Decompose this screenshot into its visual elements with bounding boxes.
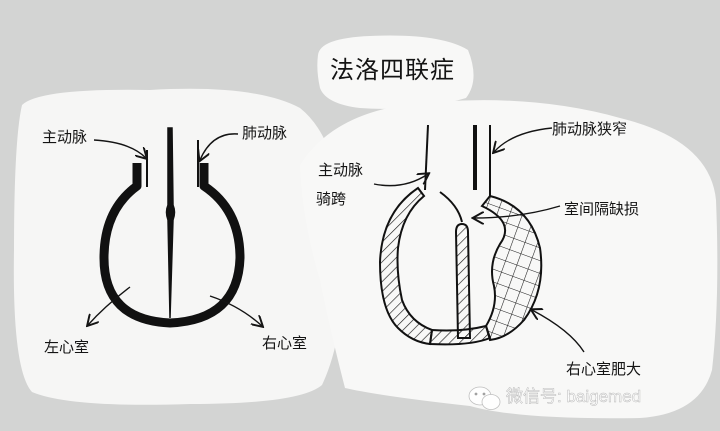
normal-septum <box>165 127 176 319</box>
arrow-overriding-aorta <box>373 174 428 187</box>
watermark-text: 微信号: baigemed <box>506 387 641 406</box>
normal-heart <box>88 127 262 328</box>
label-rv-hypertrophy: 右心室肥大 <box>566 360 641 378</box>
tof-rv-hypertrophy <box>480 194 543 342</box>
paper-title <box>317 35 474 109</box>
tof-aorta-inner <box>439 191 463 223</box>
arrow-vsd <box>474 205 561 218</box>
arrow-rv-hypertrophy <box>532 310 585 353</box>
arrow-pulmonary <box>200 133 239 160</box>
arrow-left-ventricle <box>88 286 131 325</box>
label-aorta: 主动脉 <box>42 128 87 146</box>
tof-septum <box>454 222 472 339</box>
normal-heart-outline <box>99 163 245 328</box>
arrow-pulmonary-stenosis <box>494 127 553 152</box>
label-overriding-aorta-1: 主动脉 <box>318 161 363 179</box>
arrow-right-ventricle <box>209 295 262 326</box>
diagram-title: 法洛四联症 <box>330 56 455 84</box>
tof-heart <box>373 124 585 353</box>
watermark: 微信号: baigemed <box>468 386 641 410</box>
label-vsd: 室间隔缺损 <box>564 200 639 218</box>
wechat-icon <box>468 386 501 410</box>
arrow-aorta <box>93 139 146 158</box>
label-right-ventricle: 右心室 <box>262 334 307 352</box>
label-left-ventricle: 左心室 <box>44 338 89 356</box>
label-overriding-aorta-2: 骑跨 <box>316 190 346 208</box>
label-pulmonary-stenosis: 肺动脉狭窄 <box>552 120 627 138</box>
label-pulmonary-artery: 肺动脉 <box>242 124 287 142</box>
